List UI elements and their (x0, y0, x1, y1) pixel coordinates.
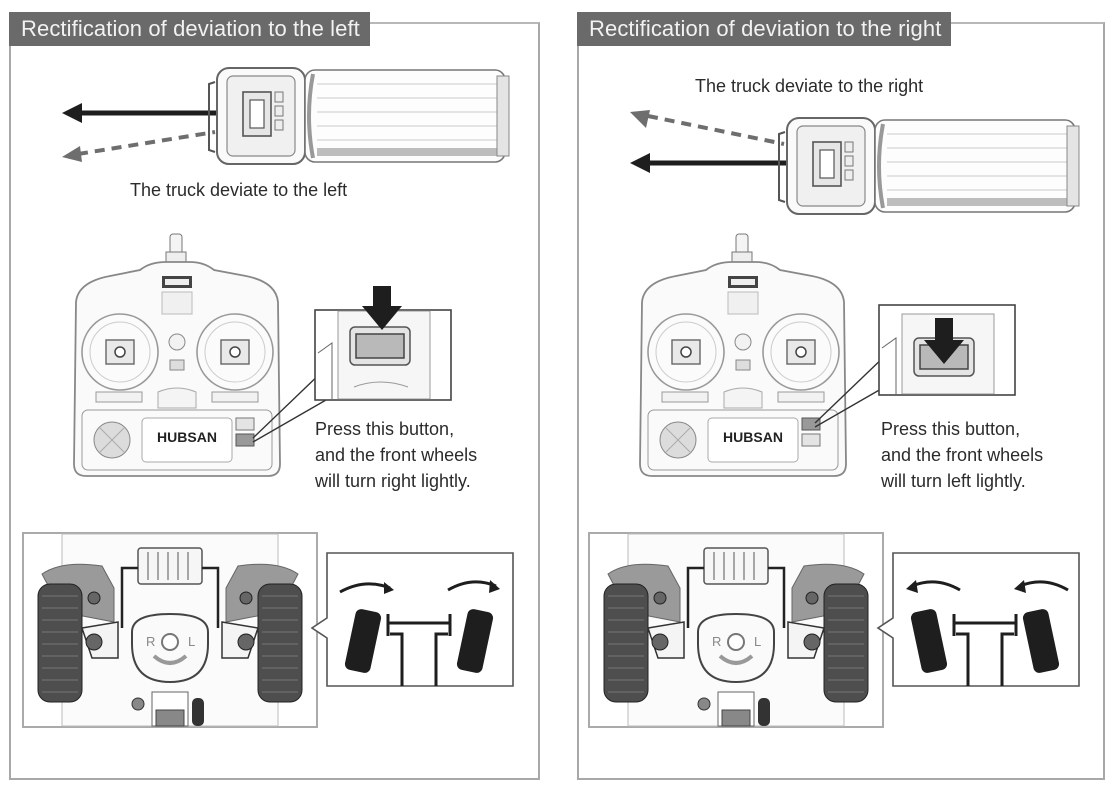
wheel-steering-inset (876, 552, 1080, 687)
servo-label-r: R (712, 634, 721, 649)
servo-label-l: L (188, 634, 195, 649)
truck-top-view-icon (208, 67, 510, 165)
brand-logo: HUBSAN (157, 429, 217, 445)
panel-title: Rectification of deviation to the right (577, 12, 952, 46)
remote-controller-icon: HUBSAN (639, 233, 847, 477)
wheel-steering-inset (310, 552, 514, 687)
callout-leader-lines (252, 367, 327, 443)
deviation-direction-arrow-icon (62, 130, 216, 162)
steering-arrows-left-icon (906, 580, 1069, 593)
straight-direction-arrow-icon (62, 103, 218, 123)
front-axle-chassis-icon: R L (588, 532, 884, 728)
front-axle-chassis-icon: R L (22, 532, 318, 728)
callout-leader-lines (814, 352, 889, 428)
press-down-arrow-icon (362, 286, 402, 330)
truck-caption: The truck deviate to the right (695, 76, 924, 96)
servo-label-r: R (146, 634, 155, 649)
truck-caption: The truck deviate to the left (130, 180, 348, 200)
straight-direction-arrow-icon (630, 153, 786, 173)
steering-arrows-right-icon (339, 580, 500, 594)
servo-label-l: L (754, 634, 761, 649)
brand-logo: HUBSAN (723, 429, 783, 445)
panel-title: Rectification of deviation to the left (9, 12, 370, 46)
truck-top-view-icon (778, 117, 1080, 215)
press-down-arrow-icon (924, 318, 964, 364)
instruction-text: Press this button, and the front wheels … (881, 419, 1044, 491)
deviation-direction-arrow-icon (630, 110, 785, 146)
remote-controller-icon: HUBSAN (73, 233, 281, 477)
instruction-text: Press this button, and the front wheels … (315, 419, 478, 491)
